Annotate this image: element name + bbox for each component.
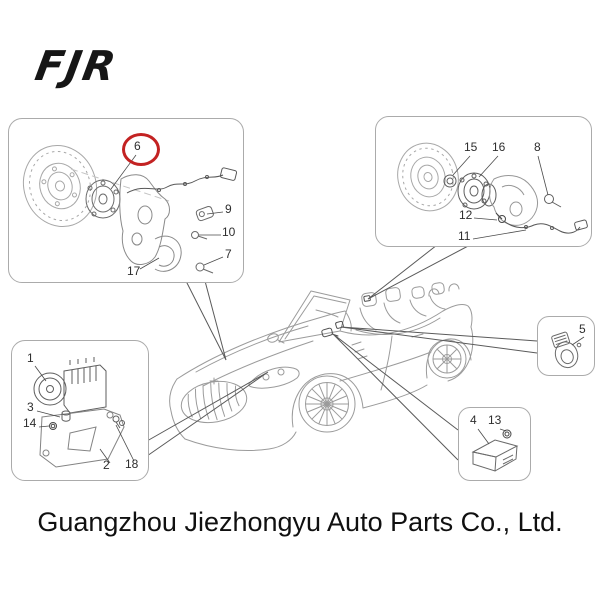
label-leader	[571, 336, 585, 346]
label-leaders	[452, 155, 549, 240]
ecu-box-4	[471, 439, 519, 472]
dust-shield-17	[154, 235, 182, 272]
rear-wheel	[427, 339, 467, 379]
bolt-7	[195, 262, 214, 274]
abs-valve-block	[63, 357, 107, 414]
grommet-drawing	[551, 331, 585, 369]
part-label-9: 9	[225, 202, 232, 216]
bolt-cap-15	[443, 174, 457, 188]
sensor-cable-11	[503, 219, 588, 234]
abs-sensor-12	[495, 212, 506, 223]
grommet-5	[551, 331, 579, 369]
bushing-3	[61, 410, 71, 422]
abs-module-drawing	[33, 357, 135, 468]
callout-leader-lines	[146, 244, 538, 461]
wheel-hub	[85, 179, 121, 219]
brake-disc	[397, 142, 459, 212]
screw	[576, 342, 582, 348]
rear-hub-drawing	[397, 142, 588, 240]
nut-14	[49, 422, 57, 430]
control-unit-drawing	[471, 428, 519, 472]
windshield	[278, 290, 351, 343]
knuckle	[119, 174, 170, 265]
panel-sensor-grommet: 5	[537, 316, 595, 376]
label-leaders	[34, 365, 135, 464]
part-label-7: 7	[225, 247, 232, 261]
part-label-15: 15	[464, 140, 478, 154]
panel-rear-hub-caliper: 15 16 8 12 11	[375, 116, 592, 247]
abs-sensor-cable	[126, 167, 238, 194]
label-leaders	[110, 154, 224, 270]
part-label-11: 11	[458, 229, 471, 243]
nut-13	[502, 429, 512, 439]
part-label-10: 10	[222, 225, 236, 239]
brake-disc	[22, 144, 170, 228]
part-label-17: 17	[127, 264, 141, 278]
part-label-18: 18	[125, 457, 139, 471]
bolt-10	[191, 231, 208, 240]
part-label-4: 4	[470, 413, 477, 427]
headlight	[248, 366, 300, 389]
part-label-14: 14	[23, 416, 37, 430]
hood-silhouette	[176, 310, 346, 380]
seats	[359, 282, 460, 331]
part-label-5: 5	[579, 322, 586, 336]
panel-rear-knuckle: 6 9 10 7 17	[8, 118, 244, 283]
clip-18	[112, 415, 125, 429]
caliper	[489, 175, 539, 226]
panel-control-unit: 4 13	[458, 407, 531, 481]
rear-knuckle-drawing	[22, 144, 238, 274]
wheel-hub-16	[457, 172, 497, 210]
highlight-ring	[122, 133, 160, 166]
front-wheel	[298, 375, 356, 433]
part-label-1: 1	[27, 351, 34, 365]
part-label-3: 3	[27, 400, 34, 414]
bolt-8	[544, 194, 562, 208]
abs-pump-motor	[33, 372, 67, 406]
panel-abs-module: 1 3 14 2 18	[11, 340, 149, 481]
side-mirror	[267, 333, 279, 343]
label-leaders	[477, 428, 507, 445]
company-name: Guangzhou Jiezhongyu Auto Parts Co., Ltd…	[37, 507, 563, 537]
part-label-2: 2	[103, 458, 110, 472]
sensor-bracket-9	[195, 205, 214, 222]
part-label-16: 16	[492, 140, 506, 154]
part-label-8: 8	[534, 140, 541, 154]
mounting-bracket	[39, 408, 125, 468]
part-label-12: 12	[459, 208, 473, 222]
part-label-13: 13	[488, 413, 502, 427]
